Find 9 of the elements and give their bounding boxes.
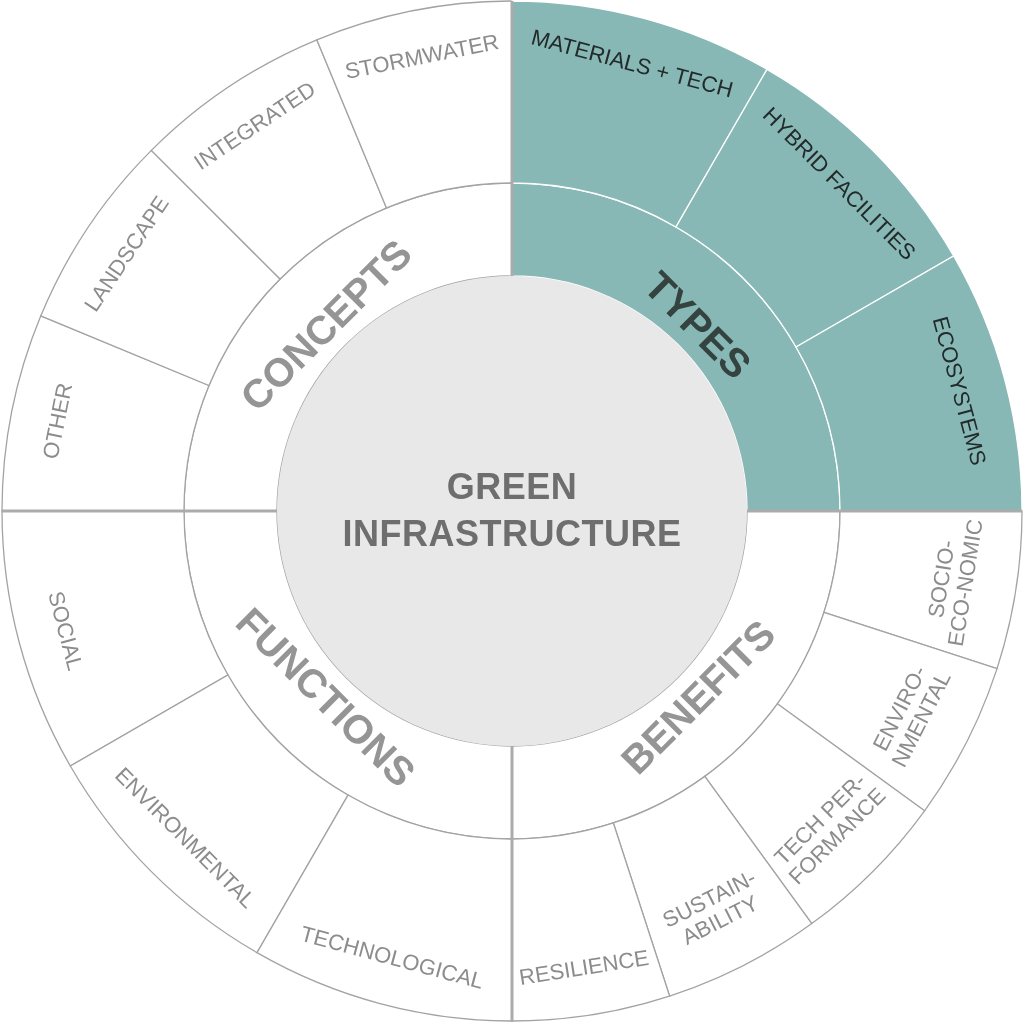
subcategory-label: OTHER (38, 380, 78, 461)
ring-segment (0, 313, 211, 513)
ring-segment (254, 793, 514, 1023)
ring-segment (0, 508, 230, 768)
center-title: GREEN INFRASTRUCTURE (341, 465, 683, 556)
subcategory-label: RESILIENCE (517, 946, 651, 991)
subcategory-label: SOCIAL (42, 588, 87, 673)
subcategory-label: SOCIO- ECO-NOMIC (922, 516, 989, 651)
ring-segment (314, 0, 514, 210)
